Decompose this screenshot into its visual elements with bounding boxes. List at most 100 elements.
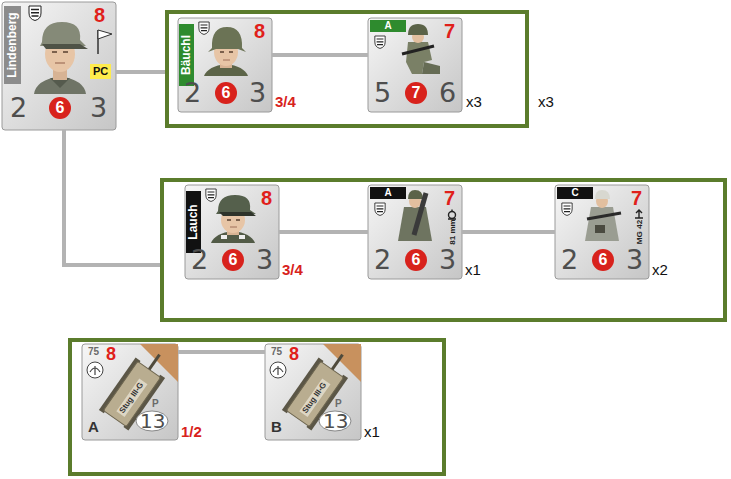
- unit-group-box: 1/2x1758P13AStug III-G758P13BStug III-G: [68, 338, 446, 476]
- unit-tab: A: [370, 20, 406, 32]
- unit-count: x3: [538, 94, 554, 109]
- weapon-team-figure: [555, 185, 649, 279]
- unit-group-box: 3/4x1x2Lauch8263A781 mm263C7MG 42263: [160, 178, 727, 322]
- connector-line: [116, 70, 165, 74]
- tank-figure: [149, 355, 159, 370]
- unit-count: x1: [364, 424, 380, 439]
- leader-portrait: [230, 227, 237, 228]
- weapon-team-figure: [585, 207, 619, 241]
- value-number: 5: [374, 79, 391, 106]
- vehicle-letter: B: [271, 419, 282, 434]
- leader-portrait: [52, 51, 68, 53]
- unit-ratio: 1/2: [181, 424, 202, 439]
- value-number: 3: [256, 246, 273, 273]
- tank-figure: [282, 344, 357, 430]
- firepower-number: 6: [215, 82, 237, 104]
- firepower-number: 6: [405, 249, 427, 271]
- morale-number: 8: [94, 5, 105, 25]
- leader-portrait: [208, 27, 246, 52]
- leader-portrait: [2, 2, 116, 130]
- weapon-team-figure: [449, 212, 456, 219]
- firepower-number: 6: [592, 249, 614, 271]
- leader-counter: Bäuchl8263: [178, 18, 272, 112]
- caliber-number: 75: [271, 347, 282, 357]
- unit-count: x2: [652, 262, 668, 277]
- squad-figure: [402, 46, 434, 54]
- tank-counter: 758P13BStug III-G: [265, 344, 361, 440]
- unit-count: x3: [466, 94, 482, 109]
- leader-portrait: [219, 212, 256, 216]
- leader-portrait: [55, 62, 65, 63]
- morale-number: 7: [444, 188, 455, 208]
- value-number: 2: [10, 94, 27, 121]
- tank-figure: [265, 344, 361, 440]
- armor-type: P: [152, 399, 159, 409]
- leader-portrait: [178, 18, 272, 112]
- firepower-number: 7: [405, 82, 427, 104]
- value-number: 3: [439, 246, 456, 273]
- leader-counter: Lindenberg 8PC 263: [2, 2, 116, 130]
- unit-group-box: 3/4x3x3Bäuchl8263A7576: [165, 10, 529, 128]
- value-number: 2: [561, 246, 578, 273]
- weapon-team-figure: [555, 185, 649, 279]
- weapon-team-counter: C7MG 42263: [555, 185, 649, 279]
- squad-figure: [422, 62, 440, 74]
- squad-figure: [375, 36, 385, 48]
- weapon-team-figure: [368, 185, 462, 279]
- armor-type: P: [335, 399, 342, 409]
- tank-figure: [82, 344, 178, 440]
- weapon-team-figure: [595, 190, 610, 199]
- tank-figure: [99, 344, 174, 430]
- value-number: 2: [184, 79, 201, 106]
- leader-portrait: [178, 18, 272, 112]
- firepower-number: 6: [49, 97, 71, 119]
- weapon-team-figure: [414, 193, 426, 235]
- tank-figure: [332, 355, 342, 370]
- tank-figure: [82, 344, 178, 440]
- squad-figure: [408, 24, 428, 35]
- leader-portrait: [239, 235, 245, 239]
- unit-tab: A: [370, 187, 406, 199]
- weapon-label: 81 mm: [447, 219, 458, 245]
- weapon-team-figure: [562, 203, 572, 215]
- value-number: 3: [626, 246, 643, 273]
- morale-number: 8: [261, 188, 272, 208]
- caliber-number: 75: [88, 347, 99, 357]
- leader-name: Bäuchl: [179, 24, 194, 86]
- tank-figure: [273, 366, 283, 375]
- weapon-team-figure: [595, 225, 605, 233]
- leader-name: Lindenberg: [4, 6, 21, 84]
- unit-ratio: 3/4: [275, 94, 296, 109]
- morale-number: 8: [106, 345, 116, 363]
- weapon-team-figure: [448, 210, 456, 220]
- weapon-team-figure: [368, 185, 462, 279]
- connector-line: [272, 53, 368, 57]
- weapon-team-figure: [408, 190, 423, 199]
- morale-number: 8: [254, 21, 265, 41]
- unit-ratio: 3/4: [282, 262, 303, 277]
- tank-figure: [270, 362, 286, 378]
- unit-count: x1: [465, 262, 481, 277]
- tank-figure: [319, 411, 351, 431]
- tank-figure: [90, 366, 100, 375]
- connector-line: [64, 130, 160, 265]
- command-badge: PC: [90, 64, 111, 79]
- leader-portrait: [206, 189, 216, 201]
- leader-portrait: [220, 51, 233, 52]
- connector-line: [279, 230, 368, 234]
- leader-name: Lauch: [186, 191, 201, 253]
- value-number: 3: [90, 94, 107, 121]
- leader-counter: Lauch8263: [185, 185, 279, 279]
- squad-counter: A7576: [368, 18, 462, 112]
- leader-portrait: [223, 60, 230, 61]
- weapon-team-figure: [635, 210, 643, 218]
- leader-portrait: [185, 185, 279, 279]
- armor-number: 13: [323, 411, 348, 431]
- weapon-team-figure: [587, 213, 621, 219]
- leader-portrait: [199, 22, 209, 34]
- value-number: 2: [374, 246, 391, 273]
- squad-figure: [368, 18, 462, 112]
- tank-counter: 758P13AStug III-G: [82, 344, 178, 440]
- weapon-team-figure: [375, 203, 385, 215]
- value-number: 2: [191, 246, 208, 273]
